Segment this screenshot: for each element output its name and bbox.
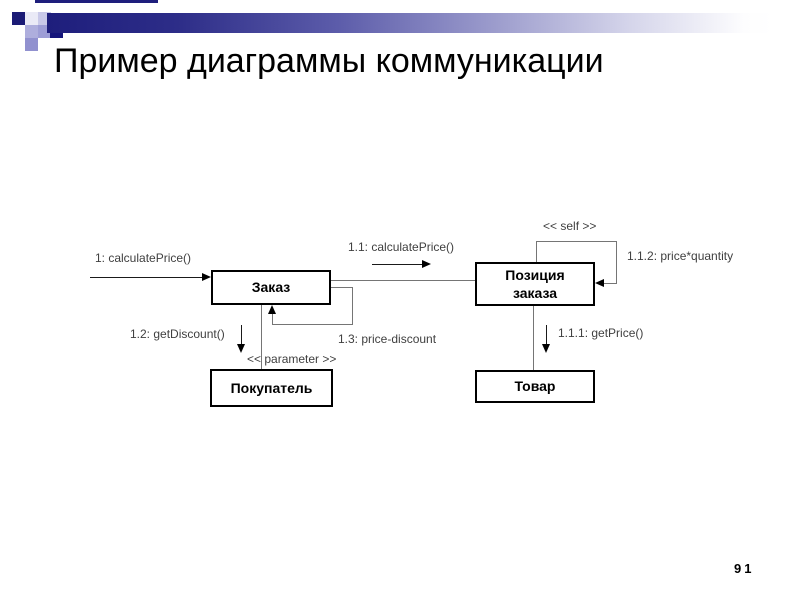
link-order-buyer [261,305,262,369]
object-box-order-item: Позиция заказа [475,262,595,306]
arrowhead-down-icon [542,344,550,353]
stereotype-self: << self >> [543,219,597,233]
deco-square-medium [25,25,38,38]
self-link-orderitem-top [536,241,617,242]
message-label-1-3: 1.3: price-discount [338,332,437,346]
self-link-orderitem-left [536,241,537,262]
arrowhead-down-icon [237,344,245,353]
title-accent-bar [47,13,773,33]
object-label: Товар [514,378,556,395]
message-arrow-1-1 [372,264,423,265]
object-label: заказа [512,285,558,301]
link-order-orderitem [329,280,475,281]
stereotype-parameter: << parameter >> [247,352,337,366]
page-number: 91 [734,561,755,576]
self-link-order-top [331,287,353,288]
arrowhead-up-icon [268,305,276,314]
message-arrow-1 [90,277,203,278]
message-arrow-1-2 [241,325,242,345]
message-label-1: 1: calculatePrice() [95,251,192,265]
self-link-orderitem-right [616,241,617,284]
object-label: Покупатель [230,379,313,396]
self-link-order-right [352,287,353,325]
object-box-order: Заказ [211,270,331,305]
message-label-1-1: 1.1: calculatePrice() [348,240,455,254]
self-link-orderitem-bottom [603,283,617,284]
deco-square-medium [25,38,38,51]
message-label-1-1-2: 1.1.2: price*quantity [627,249,734,263]
self-link-order-left [272,312,273,325]
deco-square-dark [12,12,25,25]
deco-square-light [25,12,38,25]
message-label-1-2: 1.2: getDiscount() [130,327,225,341]
object-box-buyer: Покупатель [210,369,333,407]
top-accent-line [35,0,158,3]
object-label: Заказ [251,279,291,296]
arrowhead-right-icon [202,273,211,281]
self-link-order-bottom [272,324,353,325]
message-label-1-1-1: 1.1.1: getPrice() [558,326,644,340]
arrowhead-left-icon [595,279,604,287]
arrowhead-right-icon [422,260,431,268]
link-orderitem-product [533,306,534,370]
slide-title: Пример диаграммы коммуникации [54,42,604,80]
object-label: Позиция [505,266,565,283]
message-arrow-1-1-1 [546,325,547,345]
object-box-product: Товар [475,370,595,403]
